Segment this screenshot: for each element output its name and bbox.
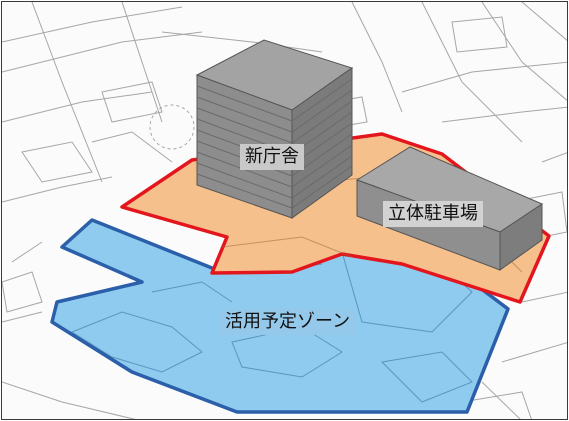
parking-garage-label: 立体駐車場 (383, 201, 483, 227)
utilization-zone-label: 活用予定ゾーン (220, 309, 356, 335)
new-building-label: 新庁舎 (240, 144, 304, 170)
new-building-model (195, 39, 354, 219)
